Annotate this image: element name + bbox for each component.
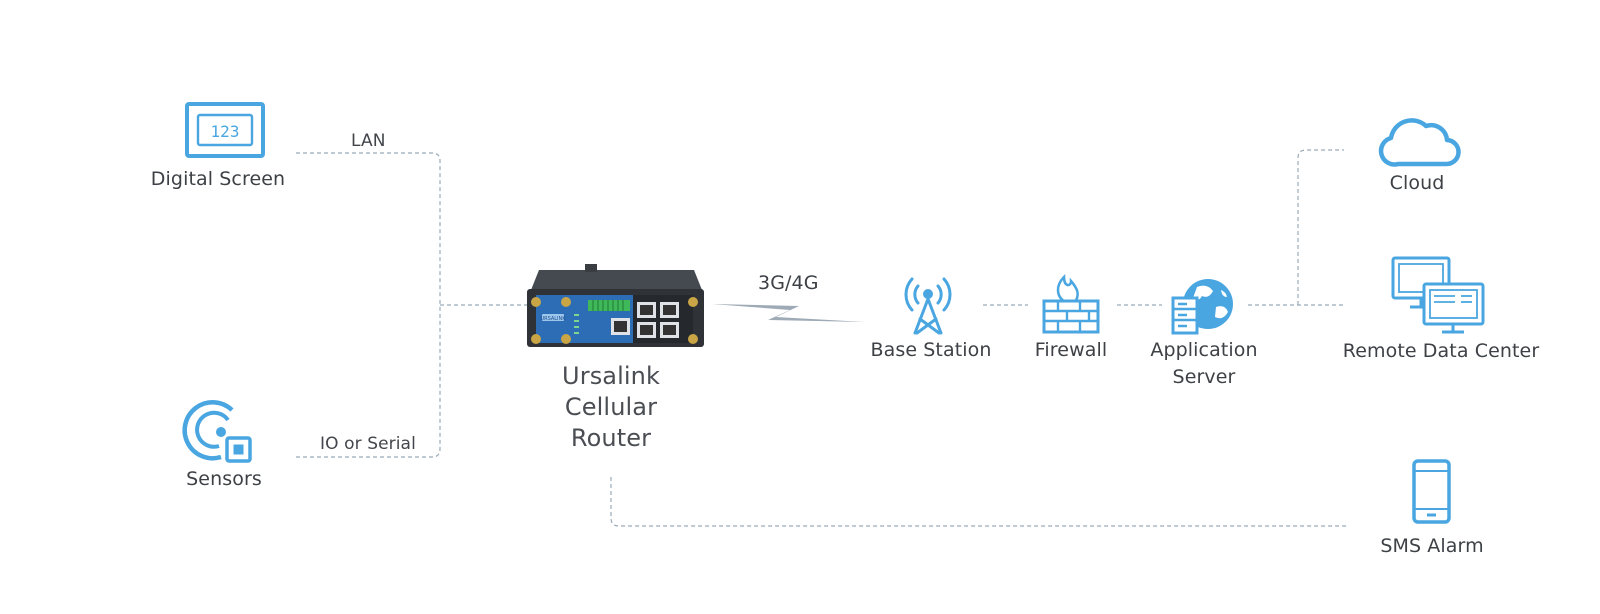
router-brand-text: URSALINK	[540, 316, 566, 322]
cloud-branch-line	[1297, 149, 1344, 305]
router-label: Ursalink Cellular Router	[562, 361, 660, 454]
application-server-label-line-2: Server	[1172, 366, 1236, 388]
firewall-icon	[1042, 273, 1100, 334]
router-label-line-1: Ursalink	[562, 362, 660, 390]
application-server-icon	[1171, 279, 1233, 335]
io-serial-connection-label: IO or Serial	[320, 434, 416, 454]
remote-data-center-label: Remote Data Center	[1342, 340, 1540, 362]
application-server-label-line-1: Application	[1150, 339, 1258, 361]
cell-tower-icon	[904, 277, 952, 335]
cellular-link-label: 3G/4G	[758, 272, 819, 294]
screen-digits: 123	[211, 122, 240, 141]
sensors-label: Sensors	[186, 468, 262, 490]
wireless-link-icon	[712, 304, 865, 322]
application-server-label: Application Server	[1150, 337, 1257, 391]
io-serial-line	[296, 299, 441, 458]
monitors-icon	[1391, 256, 1485, 334]
lan-line	[296, 152, 441, 299]
sms-alarm-label: SMS Alarm	[1380, 535, 1484, 557]
connection-lines	[296, 149, 1349, 527]
digital-screen-icon: 123	[185, 102, 265, 158]
cloud-label: Cloud	[1389, 172, 1445, 194]
digital-screen-label: Digital Screen	[150, 168, 286, 190]
router-device-image: URSALINK	[527, 264, 704, 347]
phone-icon	[1412, 459, 1451, 524]
base-station-label: Base Station	[870, 339, 992, 361]
cloud-icon	[1378, 118, 1461, 167]
lan-connection-label: LAN	[351, 131, 386, 151]
router-label-line-3: Router	[570, 424, 652, 452]
router-label-line-2: Cellular	[564, 393, 658, 421]
firewall-label: Firewall	[1034, 339, 1108, 361]
sms-line	[610, 477, 1349, 527]
sensor-icon	[182, 400, 252, 463]
